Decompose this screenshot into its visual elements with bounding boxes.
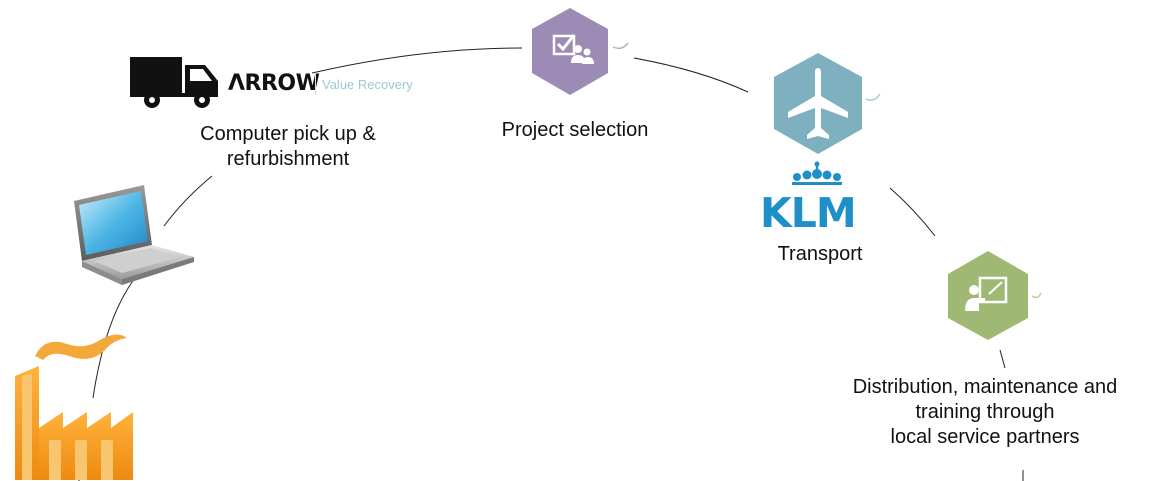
pickup-label: Computer pick up & refurbishment: [168, 122, 408, 172]
arrow-logo-separator: [315, 73, 316, 95]
distribution-label-line2: training through: [915, 401, 1055, 423]
distribution-label-line1: Distribution, maintenance and: [852, 376, 1118, 398]
klm-crown-icon: [792, 161, 842, 185]
connector-selection-to-transport: [633, 57, 749, 93]
klm-logo-text: KLM: [760, 189, 857, 237]
arrow-logo-tagline: Value Recovery: [322, 77, 413, 92]
arrow-logo-text: ΛRROW: [228, 71, 320, 96]
connector-pickup-to-selection: [311, 47, 523, 74]
factory-icon: [15, 334, 133, 480]
distribution-label-line3: local service partners: [890, 426, 1080, 448]
transport-hexagon-icon: [774, 53, 881, 154]
connector-pickup-to-laptop: [163, 175, 213, 227]
distribution-hexagon-icon: [948, 251, 1042, 340]
truck-icon: [130, 57, 218, 108]
pickup-label-line2: refurbishment: [226, 148, 350, 170]
connector-distribution-to-label: [999, 349, 1006, 369]
connector-laptop-to-factory: [92, 277, 136, 399]
connector-klm-to-distribution: [889, 187, 936, 237]
laptop-icon: [74, 185, 194, 285]
project-selection-hexagon-icon: [532, 8, 629, 95]
project-selection-label: Project selection: [501, 119, 649, 141]
distribution-label: Distribution, maintenance and training t…: [830, 375, 1140, 450]
transport-label: Transport: [777, 243, 863, 265]
pickup-label-line1: Computer pick up &: [200, 123, 376, 145]
